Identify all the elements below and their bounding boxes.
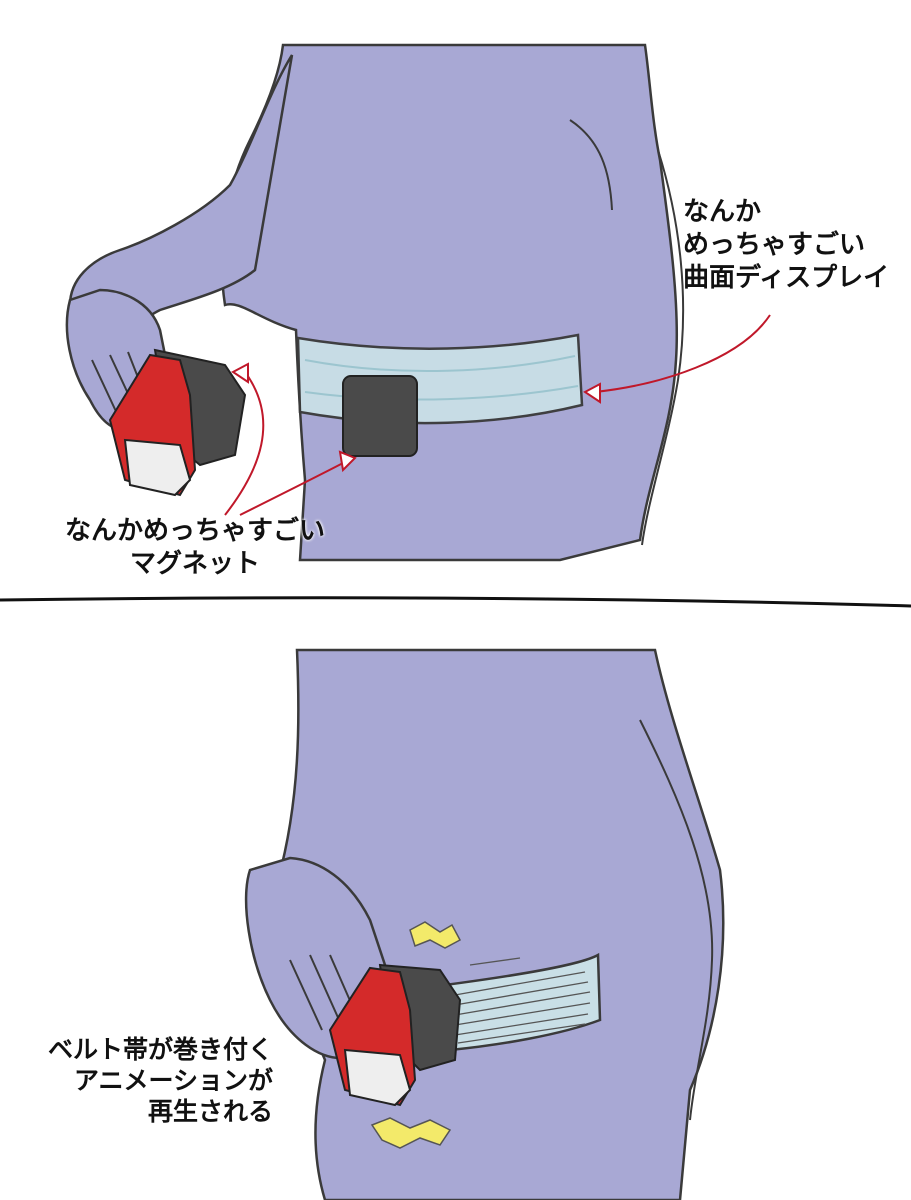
arrow-magnet [224,362,357,516]
label-line: アニメーションが [73,1066,273,1095]
panel-divider [0,596,911,608]
label-line: めっちゃすごい [683,230,866,260]
arrow-display [583,314,771,404]
animation-label: ベルト帯が巻き付く アニメーションが 再生される [8,1034,273,1127]
curved-display-label: なんか めっちゃすごい 曲面ディスプレイ [683,196,889,295]
bottom-panel [244,648,725,1200]
buckle-top [342,375,418,457]
device-top [108,348,247,497]
label-line: 曲面ディスプレイ [683,263,890,293]
belt-bottom [443,952,602,1052]
magnet-label: なんかめっちゃすごい マグネット [40,515,350,581]
impact-mark-bottom [370,1117,452,1149]
device-bottom [328,963,462,1107]
torso-top [220,43,679,562]
impact-mark-top [409,921,462,949]
label-line: 再生される [147,1097,273,1126]
label-line: マグネット [129,549,260,579]
top-panel [65,43,771,562]
belt-top [296,333,584,425]
left-arm-top [68,54,294,352]
label-line: なんかめっちゃすごい [64,516,325,546]
label-line: なんか [683,197,762,227]
label-line: ベルト帯が巻き付く [47,1035,273,1064]
